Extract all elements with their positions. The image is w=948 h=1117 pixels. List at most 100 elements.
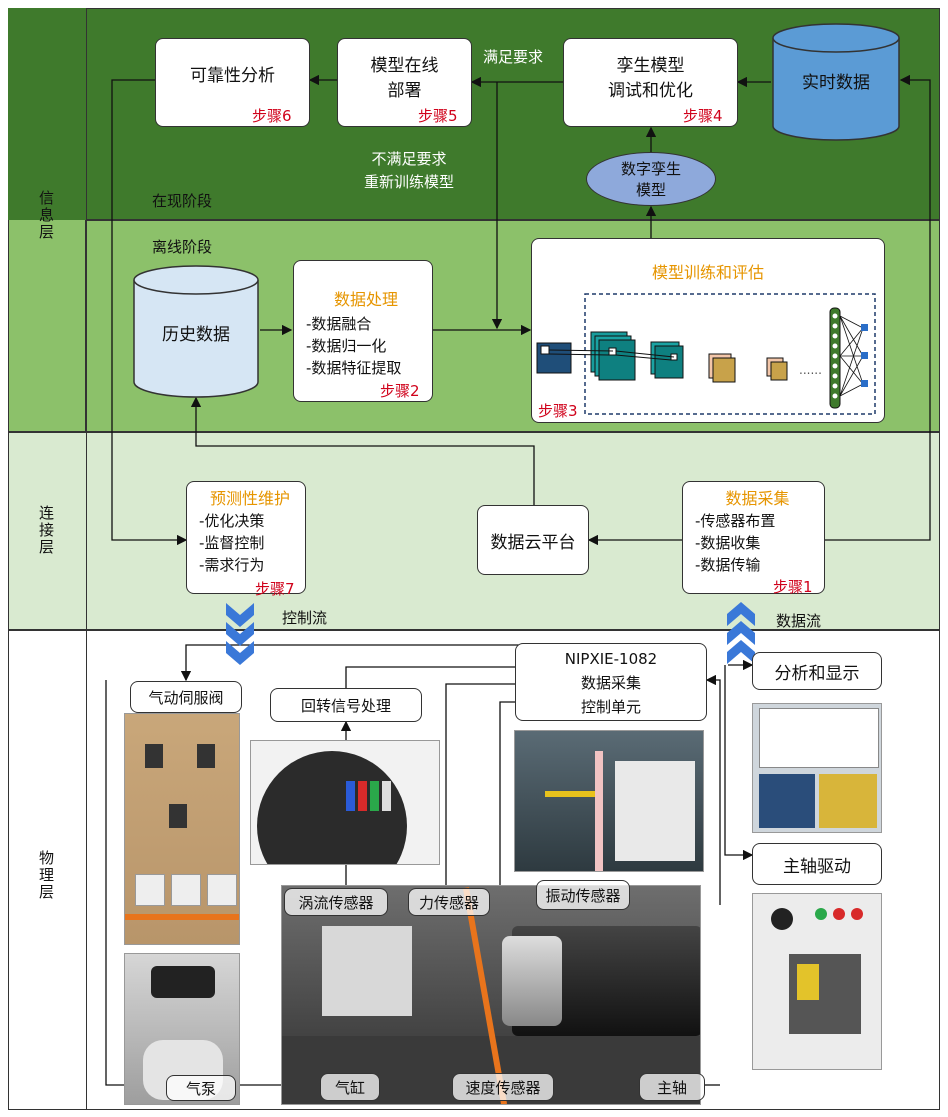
collection-item-3: -数据传输 xyxy=(695,556,761,574)
eddy-sensor-label: 涡流传感器 xyxy=(284,888,388,916)
step7-label: 步骤7 xyxy=(255,580,295,598)
bench-spindle-flange xyxy=(502,936,562,1026)
maintenance-box: 预测性维护 -优化决策 -监督控制 -需求行为 xyxy=(186,481,306,594)
step6-label: 步骤6 xyxy=(252,107,292,125)
twin-debug-box: 孪生模型 调试和优化 xyxy=(563,38,738,127)
physical-divider xyxy=(86,630,87,1110)
analysis-label: 分析和显示 xyxy=(752,652,882,690)
collection-box: 数据采集 -传感器布置 -数据收集 -数据传输 xyxy=(682,481,825,594)
display-screen-3 xyxy=(819,774,877,828)
rotary-photo xyxy=(250,740,440,865)
control-flow-label: 控制流 xyxy=(282,609,328,627)
valve-hose xyxy=(125,914,239,920)
rotary-connector-red xyxy=(358,781,367,811)
drive-inverter xyxy=(797,964,819,1000)
maintenance-item-2: -监督控制 xyxy=(199,534,265,552)
realtime-data-label: 实时数据 xyxy=(802,72,870,93)
step1-label: 步骤1 xyxy=(773,578,813,596)
processing-item-2: -数据归一化 xyxy=(306,337,387,355)
spindle-drive-label: 主轴驱动 xyxy=(752,843,882,885)
test-bench-photo xyxy=(281,885,701,1105)
offline-stage-label: 离线阶段 xyxy=(152,238,213,256)
info-layer-label: 信息层 xyxy=(37,190,55,241)
reliability-analysis-box: 可靠性分析 xyxy=(155,38,310,127)
daq-photo xyxy=(514,730,704,872)
physical-layer-label: 物理层 xyxy=(37,850,55,901)
valve-unit-2 xyxy=(197,744,215,768)
history-data-label: 历史数据 xyxy=(162,324,230,345)
model-deploy-box: 模型在线 部署 xyxy=(337,38,472,127)
reliability-title: 可靠性分析 xyxy=(190,66,275,86)
training-box: 模型训练和评估 xyxy=(531,238,885,423)
deploy-line1: 模型在线 xyxy=(370,55,439,76)
drive-button-2 xyxy=(833,908,845,920)
training-title: 模型训练和评估 xyxy=(651,263,764,282)
processing-title: 数据处理 xyxy=(333,290,398,309)
twin-debug-line1: 孪生模型 xyxy=(616,55,685,76)
maintenance-title: 预测性维护 xyxy=(209,489,290,508)
rotary-label: 回转信号处理 xyxy=(270,688,422,722)
bench-fixture xyxy=(322,926,412,1016)
daq-chassis xyxy=(615,761,695,861)
cloud-platform-box: 数据云平台 xyxy=(477,505,589,575)
drive-button-3 xyxy=(851,908,863,920)
svg-text:......: ...... xyxy=(799,363,822,377)
daq-cable-1 xyxy=(595,751,603,871)
display-photo xyxy=(752,703,882,833)
daq-box: NIPXIE-1082 数据采集 控制单元 xyxy=(515,643,707,721)
connect-divider xyxy=(86,432,87,630)
collection-item-2: -数据收集 xyxy=(695,534,761,552)
cylinder-label: 气缸 xyxy=(320,1073,380,1101)
unsatisfied-label: 不满足要求 重新训练模型 xyxy=(364,148,454,194)
rotary-connector-green xyxy=(370,781,379,811)
step2-label: 步骤2 xyxy=(380,382,420,400)
pump-motor xyxy=(151,966,215,998)
maintenance-item-3: -需求行为 xyxy=(199,556,265,574)
digital-twin-line2: 模型 xyxy=(635,181,666,199)
valve-unit-5 xyxy=(171,874,201,906)
data-flow-label: 数据流 xyxy=(776,612,822,630)
collection-item-1: -传感器布置 xyxy=(695,512,776,530)
spindle-label: 主轴 xyxy=(639,1073,705,1101)
processing-item-1: -数据融合 xyxy=(306,315,372,333)
digital-twin-line1: 数字孪生 xyxy=(620,160,681,178)
display-screen-1 xyxy=(759,708,879,768)
collection-title: 数据采集 xyxy=(725,489,790,508)
history-db-icon xyxy=(133,265,259,398)
daq-line2: 数据采集 xyxy=(580,674,641,692)
connect-layer-label: 连接层 xyxy=(37,505,55,556)
drive-button-1 xyxy=(815,908,827,920)
valve-photo xyxy=(124,713,240,945)
processing-item-3: -数据特征提取 xyxy=(306,359,402,377)
valve-unit-1 xyxy=(145,744,163,768)
step5-label: 步骤5 xyxy=(418,107,458,125)
twin-debug-line2: 调试和优化 xyxy=(608,80,693,101)
rotary-connector-white xyxy=(382,781,391,811)
air-pump-label: 气泵 xyxy=(166,1075,236,1101)
drive-switch xyxy=(771,908,793,930)
rotary-connector-blue xyxy=(346,781,355,811)
info-left-top xyxy=(8,8,86,220)
vibration-sensor-label: 振动传感器 xyxy=(536,880,630,910)
valve-unit-4 xyxy=(135,874,165,906)
online-stage-label: 在现阶段 xyxy=(152,192,213,210)
speed-sensor-label: 速度传感器 xyxy=(452,1073,554,1101)
data-processing-box: 数据处理 -数据融合 -数据归一化 -数据特征提取 xyxy=(293,260,433,402)
valve-unit-6 xyxy=(207,874,237,906)
display-screen-2 xyxy=(759,774,815,828)
force-sensor-label: 力传感器 xyxy=(408,888,490,916)
cnn-diagram: ...... xyxy=(536,293,876,415)
spindle-drive-photo xyxy=(752,893,882,1070)
daq-line3: 控制单元 xyxy=(580,698,641,716)
deploy-line2: 部署 xyxy=(387,80,422,101)
maintenance-item-1: -优化决策 xyxy=(199,512,265,530)
unsatisfied-line2: 重新训练模型 xyxy=(364,173,455,191)
step4-label: 步骤4 xyxy=(683,107,723,125)
daq-cable-2 xyxy=(545,791,595,797)
satisfied-label: 满足要求 xyxy=(483,48,544,66)
daq-line1: NIPXIE-1082 xyxy=(564,650,658,668)
valve-label: 气动伺服阀 xyxy=(130,681,242,713)
unsatisfied-line1: 不满足要求 xyxy=(371,150,447,168)
realtime-db-icon xyxy=(772,23,900,141)
valve-unit-3 xyxy=(169,804,187,828)
